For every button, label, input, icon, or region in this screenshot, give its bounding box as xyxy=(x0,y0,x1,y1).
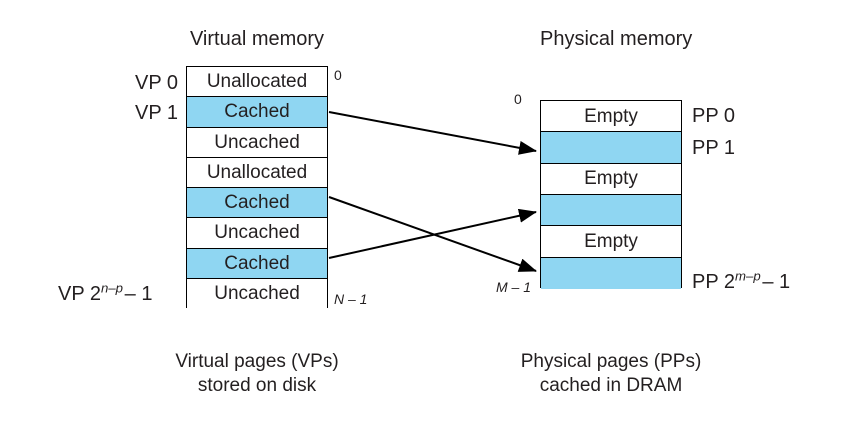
pm-row-label-5: PP 2m–p – 1 xyxy=(692,268,791,293)
vm-cell-5: Uncached xyxy=(187,218,327,249)
vm-cell-7: Uncached xyxy=(187,278,327,309)
pm-top-index: 0 xyxy=(514,91,522,107)
pm-cell-2: Empty xyxy=(541,163,681,195)
vm-caption-line-2: stored on disk xyxy=(197,375,317,396)
virtual-memory-column: Unallocated Cached Uncached Unallocated … xyxy=(186,66,328,309)
pm-cell-0: Empty xyxy=(541,101,681,133)
vm-cell-0: Unallocated xyxy=(187,67,327,98)
physical-memory-heading: Physical memory xyxy=(540,28,693,50)
pm-row-label-1: PP 1 xyxy=(692,137,735,159)
vm-cell-4: Cached xyxy=(187,188,327,219)
pm-cell-4: Empty xyxy=(541,226,681,258)
vm-cell-3: Unallocated xyxy=(187,157,327,188)
pm-cell-3 xyxy=(541,194,681,227)
vm-row-label-7: VP 2n–p – 1 xyxy=(58,280,153,305)
virtual-memory-heading: Virtual memory xyxy=(189,28,325,50)
virtual-memory-caption: Virtual pages (VPs) stored on disk xyxy=(116,350,398,398)
vm-caption-line-1: Virtual pages (VPs) xyxy=(175,351,339,372)
vm-row-label-0: VP 0 xyxy=(135,72,178,94)
mapping-arrow-vp1-pp1 xyxy=(328,111,537,155)
pm-bottom-index: M – 1 xyxy=(496,279,532,295)
physical-memory-column: Empty Empty Empty xyxy=(540,100,682,289)
vm-cell-1: Cached xyxy=(187,97,327,128)
vm-top-index: 0 xyxy=(334,67,342,83)
vm-row-label-1: VP 1 xyxy=(135,102,178,124)
vm-cell-2: Uncached xyxy=(187,127,327,158)
mapping-arrow-vp4-pp5 xyxy=(328,196,537,272)
mapping-arrow-vp6-pp3 xyxy=(328,208,537,259)
vm-cell-6: Cached xyxy=(187,248,327,279)
pm-caption-line-2: cached in DRAM xyxy=(539,375,683,396)
physical-memory-caption: Physical pages (PPs) cached in DRAM xyxy=(470,350,752,398)
pm-cell-5 xyxy=(541,257,681,289)
pm-cell-1 xyxy=(541,132,681,164)
vm-bottom-index: N – 1 xyxy=(334,291,368,307)
pm-row-label-0: PP 0 xyxy=(692,105,735,127)
pm-caption-line-1: Physical pages (PPs) xyxy=(520,351,702,372)
